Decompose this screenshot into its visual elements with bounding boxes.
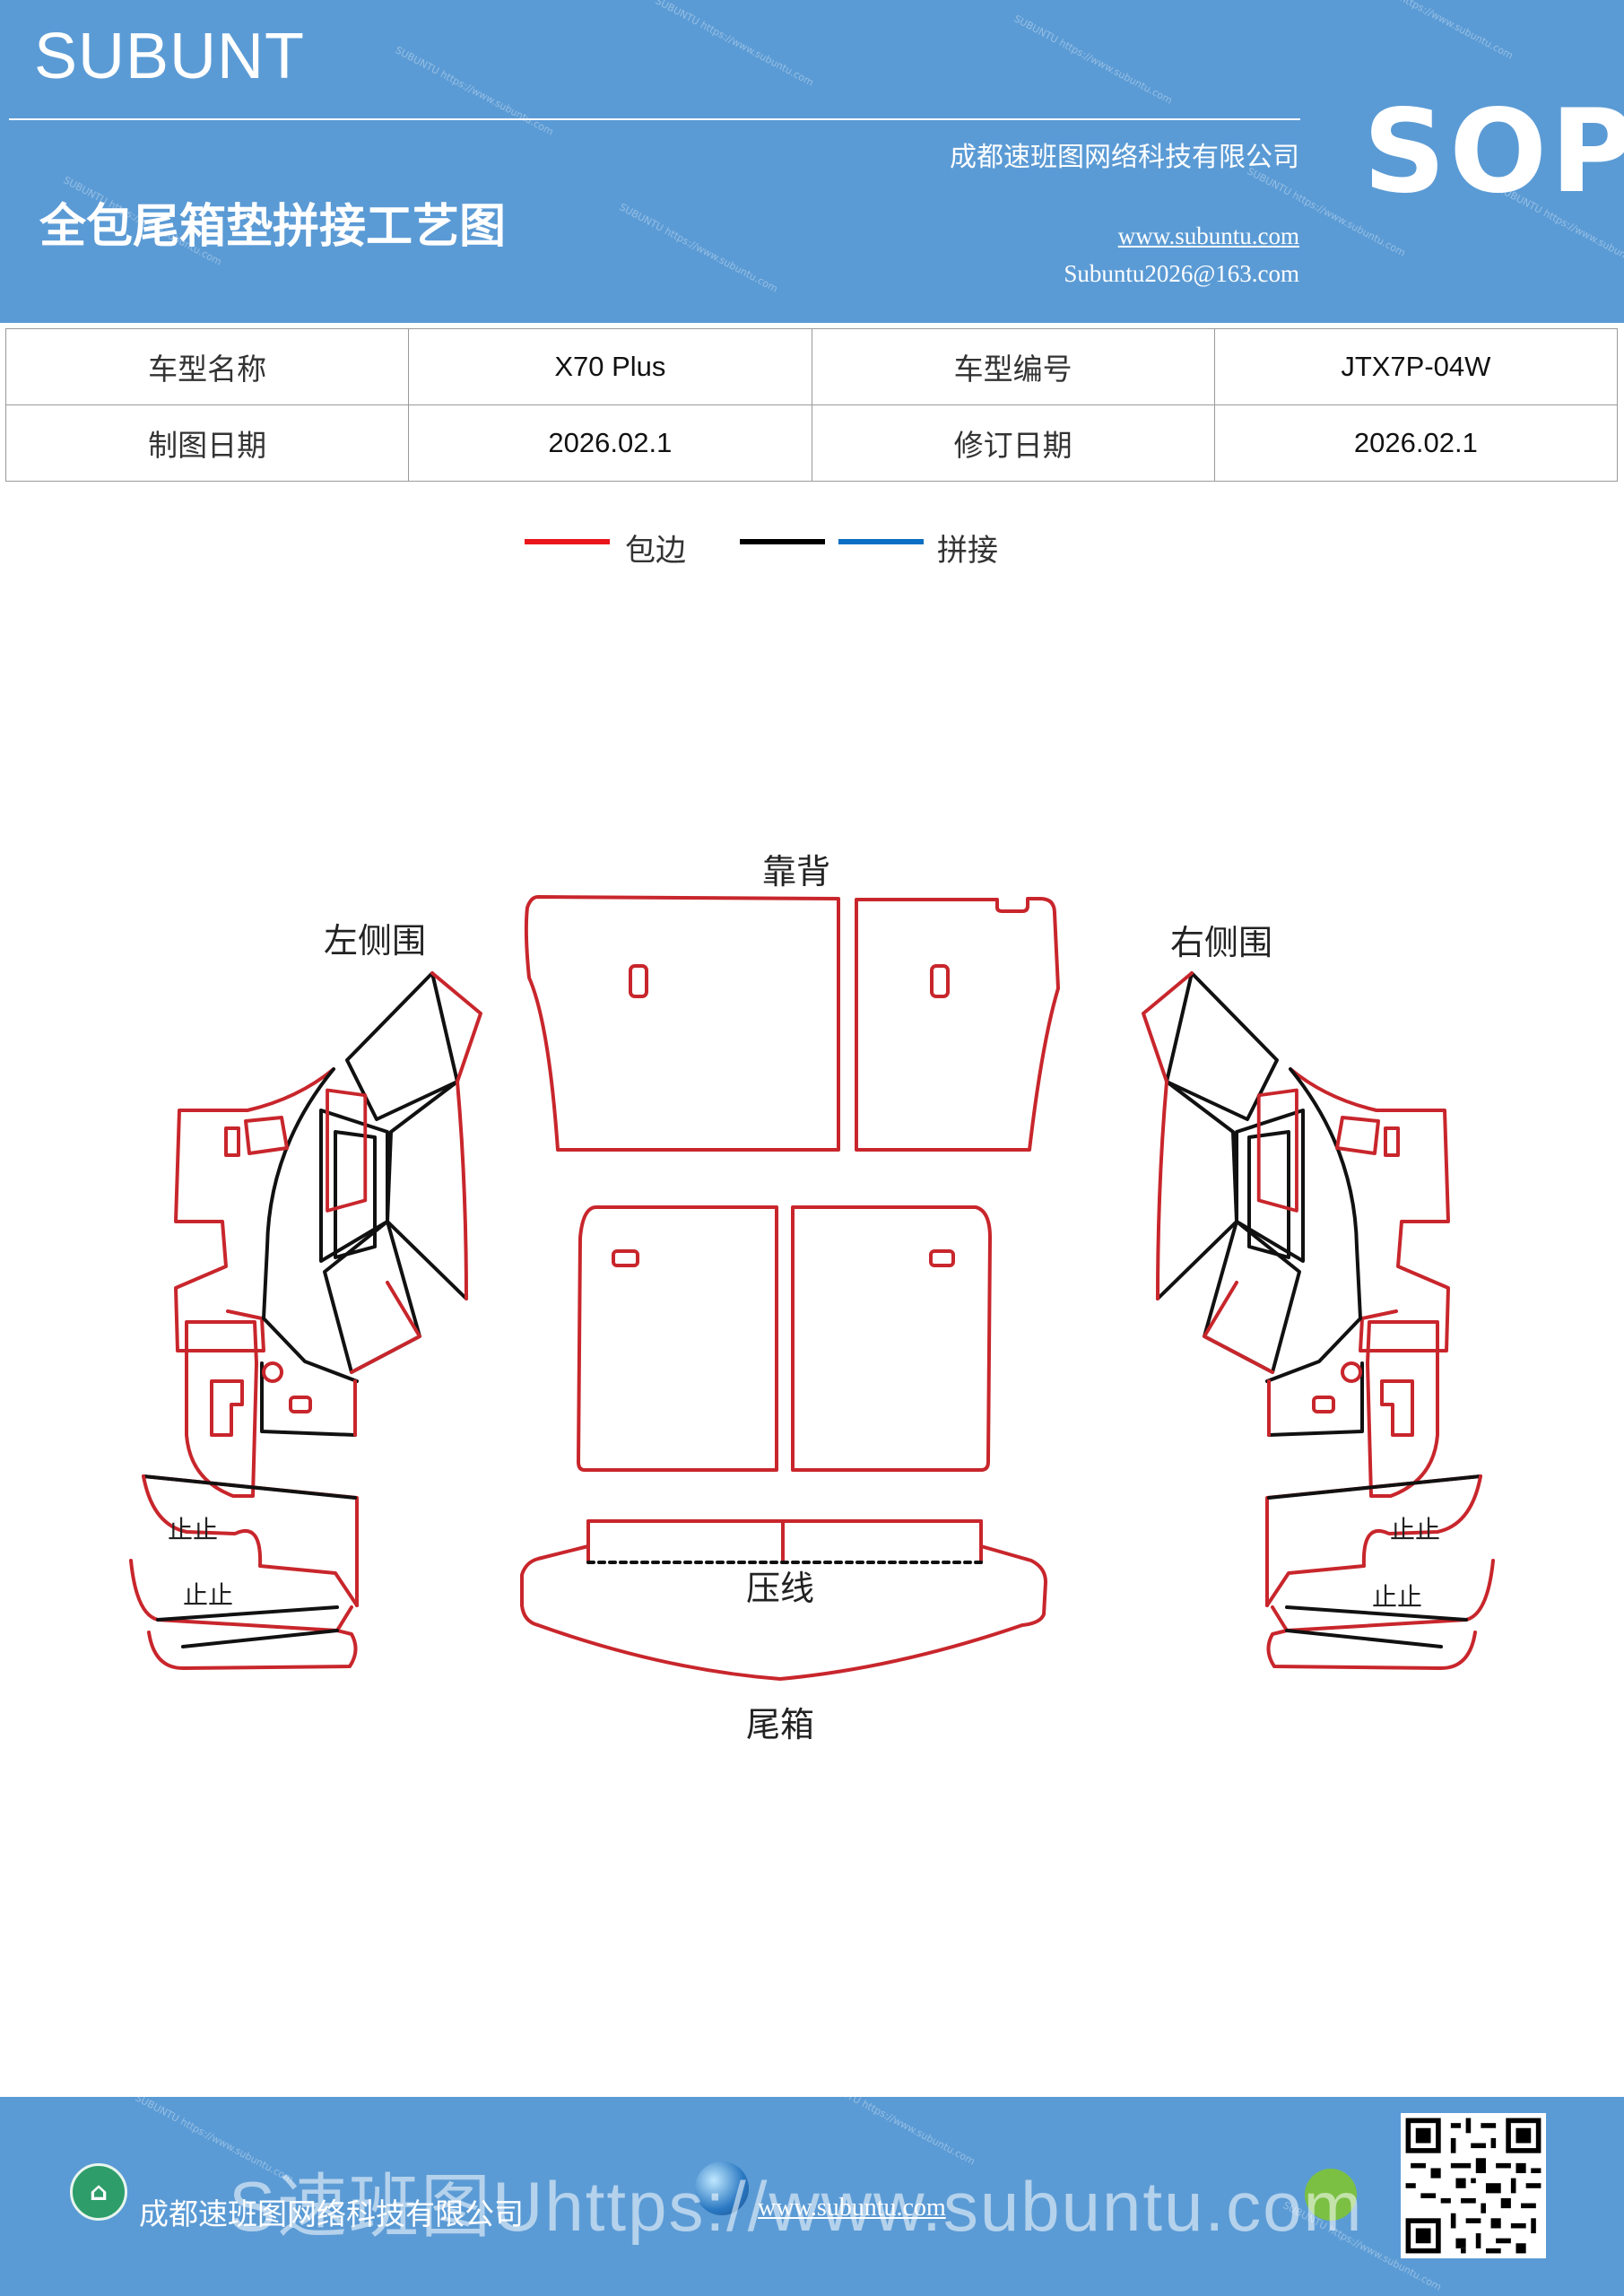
floor-slot xyxy=(929,1249,955,1267)
left-bottom-strip-seam xyxy=(142,1474,357,1500)
vehicle-info-table: 车型名称 X70 Plus 车型编号 JTX7P-04W 制图日期 2026.0… xyxy=(4,328,1619,482)
value-revise-date: 2026.02.1 xyxy=(1213,404,1619,482)
wechat-icon[interactable] xyxy=(1305,2169,1357,2221)
legend-swatch-black xyxy=(740,539,825,544)
header-divider xyxy=(9,118,1300,120)
value-model-code: JTX7P-04W xyxy=(1213,328,1619,405)
label-trunk: 尾箱 xyxy=(746,1705,814,1744)
label-right-side: 右侧围 xyxy=(1170,923,1272,962)
left-upper-seam-piece xyxy=(345,971,459,1121)
label-model-code: 车型编号 xyxy=(811,328,1215,405)
left-strip-2 xyxy=(142,1474,359,1607)
label-stop-left-2: 止止 xyxy=(183,1580,233,1610)
contact-email[interactable]: Subuntu2026@163.com xyxy=(1064,260,1299,287)
label-stop-left-1: 止止 xyxy=(168,1515,218,1544)
footer-company-name: 成都速班图网络科技有限公司 xyxy=(139,2196,524,2231)
backrest-slot xyxy=(629,964,648,998)
floor-slot xyxy=(612,1249,639,1267)
qr-code-icon[interactable] xyxy=(1401,2113,1546,2258)
floor-right-panel xyxy=(791,1205,992,1472)
left-strip-3-seam xyxy=(156,1605,339,1622)
left-panel-slot xyxy=(244,1116,289,1155)
left-side-cover-group xyxy=(129,971,482,1670)
table-row: 制图日期 2026.02.1 修订日期 2026.02.1 xyxy=(4,404,1619,482)
footer-watermark-overlay: S速班图Uhttps://www.subuntu.com xyxy=(229,2167,1364,2246)
label-model-name: 车型名称 xyxy=(4,328,410,405)
left-panel-hole xyxy=(262,1361,283,1383)
left-mid-edge xyxy=(456,1080,468,1300)
right-side-cover-group xyxy=(1142,971,1495,1670)
left-strip-4 xyxy=(147,1629,358,1670)
globe-icon xyxy=(695,2161,749,2215)
watermark-text: SUBUNTU https://www.subuntu.com xyxy=(1352,0,1515,62)
legend-swatch-seam xyxy=(838,539,924,544)
left-lower-edge xyxy=(350,1281,421,1374)
trunk-mat-pattern-drawing: 靠背 左侧围 右侧围 压线 尾箱 止止 止止 止止 止止 xyxy=(129,852,1495,1744)
left-window-cutout xyxy=(334,1130,377,1259)
watermark-text: SUBUNTU https://www.subuntu.com xyxy=(653,0,816,89)
floor-left-panel xyxy=(577,1205,778,1472)
label-stop-right-2: 止止 xyxy=(1372,1582,1422,1612)
label-backrest: 靠背 xyxy=(762,852,830,891)
legend-swatch-binding xyxy=(525,539,610,544)
header-banner: SUBUNTU https://www.subuntu.com SUBUNTU … xyxy=(0,0,1624,323)
sop-badge: SOP xyxy=(1363,85,1624,219)
left-upper-edge xyxy=(430,971,482,1083)
company-name: 成都速班图网络科技有限公司 xyxy=(950,142,1299,173)
backrest-right-panel xyxy=(855,897,1060,1152)
left-lower-panel-seam xyxy=(260,1361,357,1437)
brand-name: SUBUNT xyxy=(34,21,306,92)
table-row: 车型名称 X70 Plus 车型编号 JTX7P-04W xyxy=(4,328,1619,405)
left-outer-panel-edge xyxy=(174,1067,335,1352)
trunk-bumper-panel xyxy=(520,1519,1047,1681)
label-left-side: 左侧围 xyxy=(324,921,426,961)
building-icon: ⌂ xyxy=(70,2163,127,2221)
footer-website-link[interactable]: www.subuntu.com xyxy=(758,2194,946,2222)
watermark-text: SUBUNTU https://www.subuntu.com xyxy=(393,44,556,138)
label-stop-right-1: 止止 xyxy=(1390,1515,1440,1544)
legend-label-seam: 拼接 xyxy=(937,533,998,569)
footer-banner: SUBUNTU https://www.subuntu.com SUBUNTU … xyxy=(0,2097,1624,2296)
backrest-left-panel xyxy=(524,895,840,1152)
watermark-text: SUBUNTU https://www.subuntu.com xyxy=(1012,13,1175,107)
left-lower-seam-piece xyxy=(323,1220,421,1374)
backrest-slot xyxy=(930,964,950,998)
watermark-text: SUBUNTU https://www.subuntu.com xyxy=(617,201,780,295)
value-draw-date: 2026.02.1 xyxy=(408,404,812,482)
left-panel-slot xyxy=(224,1126,240,1157)
left-small-cutout xyxy=(210,1379,244,1437)
left-strip-4-seam xyxy=(181,1629,339,1648)
legend: 包边 拼接 xyxy=(0,520,1624,574)
left-small-tall-piece xyxy=(185,1320,258,1498)
value-model-name: X70 Plus xyxy=(408,328,812,405)
document-title: 全包尾箱垫拼接工艺图 xyxy=(39,200,507,254)
label-revise-date: 修订日期 xyxy=(811,404,1215,482)
website-link[interactable]: www.subuntu.com xyxy=(1117,222,1299,249)
left-outer-panel-seam xyxy=(262,1067,359,1383)
left-window-inner-edge xyxy=(326,1088,368,1213)
label-draw-date: 制图日期 xyxy=(4,404,410,482)
legend-label-binding: 包边 xyxy=(625,533,686,569)
left-panel-slot xyxy=(289,1396,312,1413)
label-press-line: 压线 xyxy=(746,1569,814,1608)
